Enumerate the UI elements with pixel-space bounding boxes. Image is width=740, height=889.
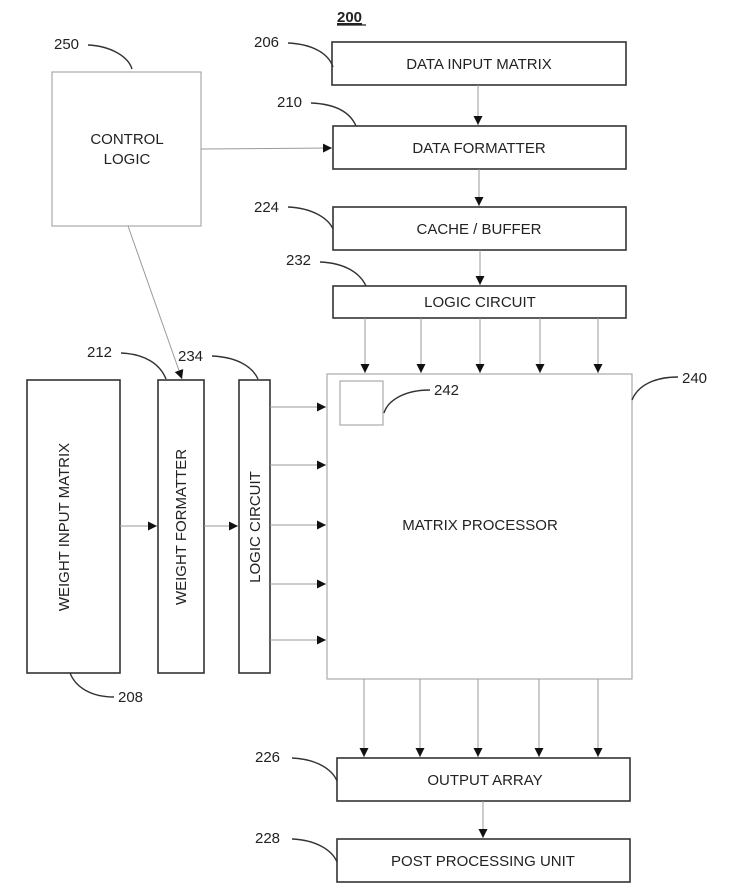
control-logic-label-line2: LOGIC (104, 151, 151, 168)
arrow-control-to-data-formatter (200, 143, 333, 153)
ref-212: 212 (87, 344, 112, 361)
ref-206: 206 (254, 34, 279, 51)
leader-228 (291, 838, 338, 863)
leader-234 (211, 355, 259, 380)
ref-210: 210 (277, 94, 302, 111)
data-input-matrix-label: DATA INPUT MATRIX (406, 56, 552, 73)
weight-formatter-block: WEIGHT FORMATTER (157, 379, 205, 674)
connections (120, 85, 603, 838)
ref-240: 240 (682, 370, 707, 387)
weight-formatter-label: WEIGHT FORMATTER (173, 449, 190, 605)
ref-226: 226 (255, 749, 280, 766)
logic-circuit-left-block: LOGIC CIRCUIT (238, 379, 271, 674)
output-array-block: OUTPUT ARRAY (336, 757, 631, 802)
post-processing-unit-block: POST PROCESSING UNIT (336, 838, 631, 883)
data-input-matrix-block: DATA INPUT MATRIX (331, 41, 627, 86)
cache-buffer-label: CACHE / BUFFER (416, 221, 541, 238)
processing-element-block (339, 380, 384, 426)
cache-buffer-block: CACHE / BUFFER (332, 206, 627, 251)
leader-232 (319, 261, 367, 287)
ref-228: 228 (255, 830, 280, 847)
figure-number: 200 (337, 9, 362, 26)
leader-226 (291, 757, 338, 782)
control-logic-block: CONTROL LOGIC (51, 71, 202, 227)
leader-242 (383, 389, 431, 414)
logic-circuit-top-label: LOGIC CIRCUIT (424, 294, 536, 311)
ref-208: 208 (118, 689, 143, 706)
data-formatter-block: DATA FORMATTER (332, 125, 627, 170)
matrix-processor-label: MATRIX PROCESSOR (402, 517, 558, 534)
leader-250 (87, 44, 133, 70)
post-processing-unit-label: POST PROCESSING UNIT (391, 853, 575, 870)
leader-212 (120, 352, 167, 380)
logic-circuit-top-block: LOGIC CIRCUIT (332, 285, 627, 319)
control-logic-label-line1: CONTROL (90, 131, 163, 148)
ref-242: 242 (434, 382, 459, 399)
data-formatter-label: DATA FORMATTER (412, 140, 545, 157)
output-array-label: OUTPUT ARRAY (427, 772, 542, 789)
leader-208 (69, 672, 115, 698)
leader-224 (287, 206, 334, 230)
leader-210 (310, 102, 357, 127)
leader-206 (287, 42, 334, 68)
ref-250: 250 (54, 36, 79, 53)
arrow-control-to-weight-formatter (127, 225, 184, 380)
leader-240 (631, 376, 679, 401)
weight-input-matrix-label: WEIGHT INPUT MATRIX (56, 443, 73, 611)
ref-224: 224 (254, 199, 279, 216)
logic-circuit-left-label: LOGIC CIRCUIT (247, 471, 264, 583)
weight-input-matrix-block: WEIGHT INPUT MATRIX (26, 379, 121, 674)
ref-232: 232 (286, 252, 311, 269)
ref-234: 234 (178, 348, 203, 365)
